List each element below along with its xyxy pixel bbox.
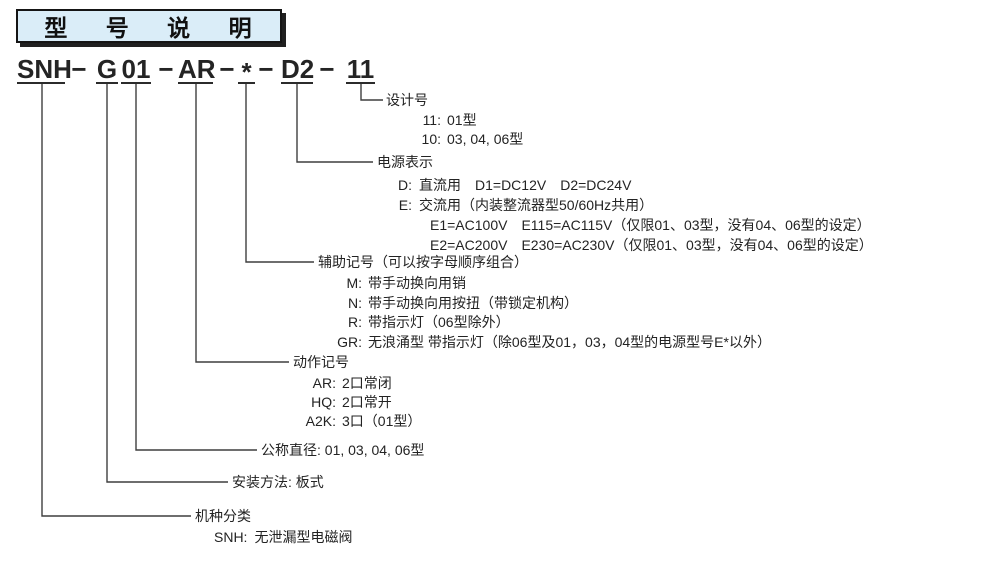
section-mounting-method: 安装方法: 板式 bbox=[232, 475, 324, 490]
auxiliary-value: 无浪涌型 带指示灯（除06型及01，03，04型的电源型号E*以外） bbox=[368, 333, 771, 350]
auxiliary-row: R: 带指示灯（06型除外） bbox=[318, 313, 771, 333]
design-number-row: 10: 03, 04, 06型 bbox=[386, 130, 524, 149]
action-value: 2口常闭 bbox=[342, 375, 392, 391]
code-segment-d2: D2 bbox=[281, 54, 315, 84]
power-value: 交流用（内装整流器型50/60Hz共用） bbox=[419, 197, 654, 213]
mounting-text: 安装方法: 板式 bbox=[232, 474, 324, 490]
action-row: A2K: 3口（01型） bbox=[293, 412, 422, 431]
machine-class-row: SNH: 无泄漏型电磁阀 bbox=[195, 528, 352, 547]
section-machine-classification: 机种分类 SNH: 无泄漏型电磁阀 bbox=[195, 509, 352, 547]
auxiliary-key: GR: bbox=[337, 333, 362, 350]
action-value: 3口（01型） bbox=[342, 413, 422, 429]
power-row-ac: E: 交流用（内装整流器型50/60Hz共用） bbox=[377, 195, 873, 215]
connector-diameter bbox=[135, 84, 257, 451]
design-number-key: 10: bbox=[421, 131, 441, 147]
connector-auxiliary bbox=[245, 84, 314, 263]
code-dash: − bbox=[319, 54, 335, 84]
action-key: AR: bbox=[312, 375, 336, 391]
code-segment-g: G bbox=[96, 54, 118, 84]
auxiliary-row: GR: 无浪涌型 带指示灯（除06型及01，03，04型的电源型号E*以外） bbox=[318, 333, 771, 353]
code-dash: − bbox=[71, 54, 87, 84]
action-heading: 动作记号 bbox=[293, 354, 349, 370]
machine-class-heading: 机种分类 bbox=[195, 508, 251, 524]
auxiliary-value: 带手动换向用按扭（带锁定机构） bbox=[368, 294, 578, 311]
section-nominal-diameter: 公称直径: 01, 03, 04, 06型 bbox=[261, 443, 424, 458]
code-dash: − bbox=[158, 54, 174, 84]
section-auxiliary-symbols: 辅助记号（可以按字母顺序组合） M: 带手动换向用销 N: 带手动换向用按扭（带… bbox=[318, 255, 771, 352]
page-title: 型 号 说 明 bbox=[44, 15, 268, 41]
action-value: 2口常开 bbox=[342, 394, 392, 410]
machine-class-value: 无泄漏型电磁阀 bbox=[254, 529, 353, 545]
code-segment-snh: SNH bbox=[17, 54, 72, 84]
action-row: HQ: 2口常开 bbox=[293, 393, 421, 412]
code-dash: − bbox=[219, 54, 235, 84]
auxiliary-key: N: bbox=[348, 294, 362, 311]
auxiliary-value: 带指示灯（06型除外） bbox=[368, 314, 510, 330]
power-row-dc: D: 直流用 D1=DC12V D2=DC24V bbox=[377, 175, 873, 195]
connector-machine-class bbox=[41, 84, 191, 517]
power-heading: 电源表示 bbox=[377, 154, 433, 170]
design-number-value: 03, 04, 06型 bbox=[447, 131, 524, 147]
auxiliary-key: M: bbox=[346, 275, 362, 291]
connector-action bbox=[195, 84, 289, 363]
auxiliary-heading: 辅助记号（可以按字母顺序组合） bbox=[318, 254, 528, 270]
power-row-e1: E1=AC100V E115=AC115V（仅限01、03型，没有04、06型的… bbox=[377, 215, 873, 235]
connector-power bbox=[296, 84, 373, 163]
connector-design-number bbox=[360, 84, 383, 101]
auxiliary-key: R: bbox=[348, 314, 362, 330]
power-key: E: bbox=[398, 197, 412, 213]
power-value: E2=AC200V E230=AC230V（仅限01、03型，没有04、06型的… bbox=[430, 237, 873, 253]
design-number-value: 01型 bbox=[447, 112, 477, 128]
power-row-e2: E2=AC200V E230=AC230V（仅限01、03型，没有04、06型的… bbox=[377, 235, 873, 255]
code-segment-01: 01 bbox=[121, 54, 151, 84]
auxiliary-value: 带手动换向用销 bbox=[368, 275, 466, 291]
auxiliary-row: M: 带手动换向用销 bbox=[318, 274, 771, 294]
design-number-key: 11: bbox=[422, 112, 441, 128]
section-action-symbols: 动作记号 AR: 2口常闭 HQ: 2口常开 A2K: 3口（01型） bbox=[293, 355, 421, 431]
design-number-heading: 设计号 bbox=[386, 92, 428, 108]
machine-class-key: SNH: bbox=[214, 529, 248, 545]
code-segment-11: 11 bbox=[346, 54, 375, 84]
code-dash: − bbox=[258, 54, 274, 84]
design-number-row: 11: 01型 bbox=[386, 111, 523, 130]
power-key: D: bbox=[398, 177, 412, 193]
action-row: AR: 2口常闭 bbox=[293, 374, 421, 393]
action-key: HQ: bbox=[311, 394, 336, 410]
action-key: A2K: bbox=[305, 413, 336, 429]
title-box: 型 号 说 明 bbox=[16, 9, 282, 43]
section-design-number: 设计号 11: 01型 10: 03, 04, 06型 bbox=[386, 93, 523, 149]
power-value: E1=AC100V E115=AC115V（仅限01、03型，没有04、06型的… bbox=[430, 217, 871, 233]
power-value: 直流用 D1=DC12V D2=DC24V bbox=[419, 177, 632, 193]
section-power-supply: 电源表示 D: 直流用 D1=DC12V D2=DC24V E: 交流用（内装整… bbox=[377, 155, 873, 255]
code-segment-asterisk: * bbox=[238, 57, 255, 85]
connector-mounting bbox=[106, 84, 228, 483]
code-segment-ar: AR bbox=[178, 54, 216, 84]
diameter-text: 公称直径: 01, 03, 04, 06型 bbox=[261, 442, 425, 458]
auxiliary-row: N: 带手动换向用按扭（带锁定机构） bbox=[318, 294, 771, 314]
